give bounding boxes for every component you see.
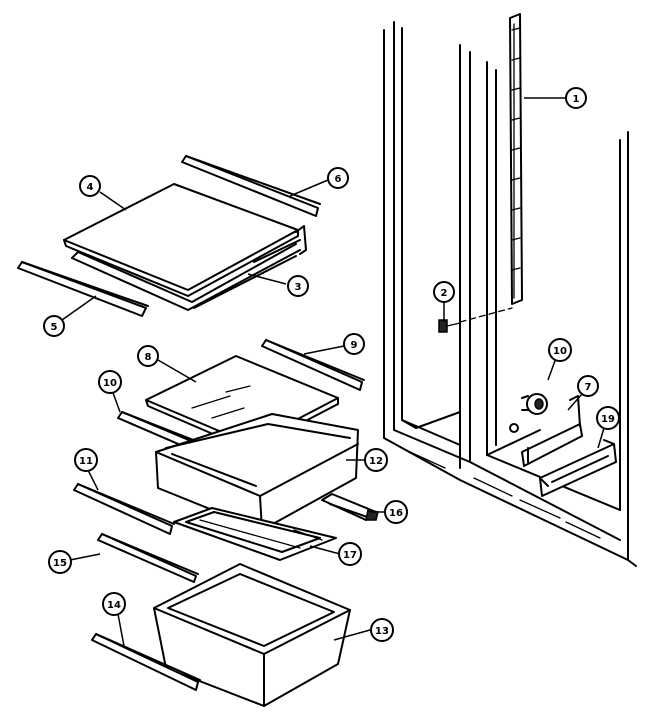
part-14-pan-rail bbox=[91, 633, 201, 691]
svg-text:16: 16 bbox=[389, 508, 403, 519]
part-1-vertical-rail bbox=[509, 13, 523, 305]
svg-text:4: 4 bbox=[87, 182, 94, 193]
part-10-lamp-socket bbox=[509, 393, 548, 433]
svg-text:10: 10 bbox=[103, 378, 117, 389]
callout-7: 7 bbox=[577, 375, 599, 397]
svg-text:5: 5 bbox=[51, 322, 58, 333]
callout-1: 1 bbox=[565, 87, 587, 109]
svg-text:1: 1 bbox=[573, 94, 580, 105]
callout-15: 15 bbox=[48, 550, 72, 574]
part-13-crisper-pan bbox=[153, 563, 351, 707]
callout-10-right: 10 bbox=[548, 338, 572, 362]
svg-text:7: 7 bbox=[585, 382, 592, 393]
svg-text:17: 17 bbox=[343, 550, 357, 561]
callout-14: 14 bbox=[102, 592, 126, 616]
svg-text:15: 15 bbox=[53, 558, 67, 569]
callout-3: 3 bbox=[287, 275, 309, 297]
callout-12: 12 bbox=[364, 448, 388, 472]
svg-text:6: 6 bbox=[335, 174, 342, 185]
callout-13: 13 bbox=[370, 618, 394, 642]
callout-19: 19 bbox=[596, 406, 620, 430]
part-6-shelf-rear-rail bbox=[181, 155, 321, 217]
part-7-bracket bbox=[521, 395, 583, 467]
part-12-crisper-drawer bbox=[155, 413, 359, 531]
callout-2: 2 bbox=[433, 281, 455, 303]
part-9-cover-rail bbox=[261, 339, 365, 391]
callout-17: 17 bbox=[338, 542, 362, 566]
part-2-screw bbox=[438, 307, 513, 333]
callout-4: 4 bbox=[79, 175, 101, 197]
callout-5: 5 bbox=[43, 315, 65, 337]
svg-text:12: 12 bbox=[369, 456, 383, 467]
callout-9: 9 bbox=[343, 333, 365, 355]
part-3-shelf-frame bbox=[71, 225, 307, 311]
part-19-control-housing bbox=[539, 439, 617, 497]
callout-16: 16 bbox=[384, 500, 408, 524]
part-5-shelf-front-rail bbox=[17, 261, 149, 317]
svg-text:19: 19 bbox=[601, 414, 615, 425]
part-4-glass-shelf bbox=[63, 183, 299, 297]
svg-text:8: 8 bbox=[145, 352, 152, 363]
part-16-drawer-slide bbox=[321, 493, 379, 521]
callout-8: 8 bbox=[137, 345, 159, 367]
part-15-drawer-rail bbox=[97, 533, 199, 583]
svg-text:2: 2 bbox=[441, 288, 448, 299]
svg-text:9: 9 bbox=[351, 340, 358, 351]
callout-10-left: 10 bbox=[98, 370, 122, 394]
cabinet-liner bbox=[383, 21, 637, 567]
part-11-drawer-rail bbox=[73, 483, 175, 535]
callout-6: 6 bbox=[327, 167, 349, 189]
part-17-slide-frame bbox=[173, 507, 337, 561]
svg-text:14: 14 bbox=[107, 600, 121, 611]
svg-text:11: 11 bbox=[79, 456, 93, 467]
callout-11: 11 bbox=[74, 448, 98, 472]
svg-text:13: 13 bbox=[375, 626, 389, 637]
leader-lines bbox=[61, 97, 605, 647]
svg-text:10: 10 bbox=[553, 346, 567, 357]
svg-text:3: 3 bbox=[295, 282, 302, 293]
